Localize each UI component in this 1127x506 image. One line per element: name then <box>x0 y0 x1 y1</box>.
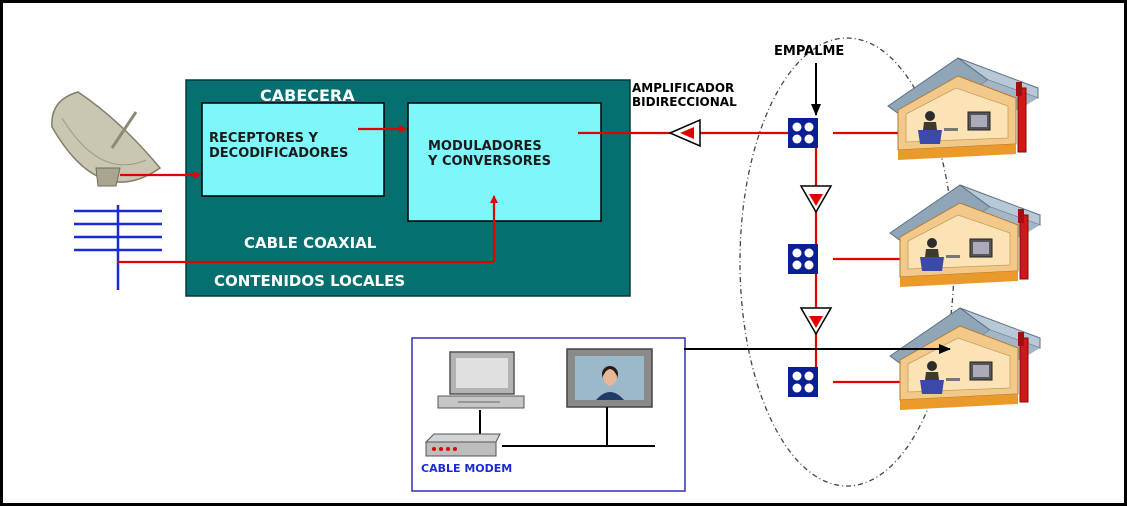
monitor-icon <box>566 348 653 408</box>
splice-box-icon <box>788 244 818 274</box>
splice-box-icon <box>788 118 818 148</box>
receivers-module <box>201 102 385 197</box>
headend-label: CABECERA <box>260 86 355 105</box>
antenna-icon <box>74 205 162 290</box>
coax-cable-label: CABLE COAXIAL <box>244 234 377 252</box>
bidirectional-amplifier-label: AMPLIFICADOR BIDIRECCIONAL <box>632 81 737 109</box>
splice-label: EMPALME <box>774 44 845 59</box>
splice-box-icon <box>788 367 818 397</box>
local-content-label: CONTENIDOS LOCALES <box>214 272 406 290</box>
cable-modem-icon <box>424 433 501 457</box>
satellite-dish-icon <box>51 91 162 187</box>
amplifier-icon <box>668 118 701 148</box>
computer-icon <box>437 351 525 409</box>
modulators-module <box>407 102 602 222</box>
receivers-label: RECEPTORES Y DECODIFICADORES <box>209 131 349 161</box>
cable-modem-label: CABLE MODEM <box>421 462 513 475</box>
modulators-label: MODULADORES Y CONVERSORES <box>428 139 552 169</box>
